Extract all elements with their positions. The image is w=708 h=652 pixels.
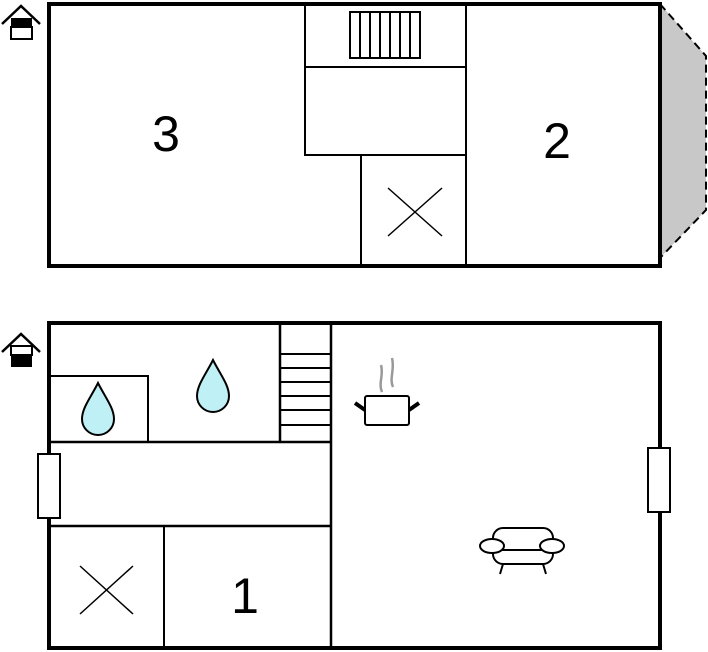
stairs-icon [349,11,421,59]
shower-area [48,375,149,443]
ground-floor-outline [47,321,662,650]
sofa-icon [479,527,565,575]
ground-floor [37,321,671,650]
water-drop-icon [195,357,231,413]
balcony [659,1,707,261]
window-icon [647,447,671,513]
house-entrance-icon [1,4,41,40]
room-label: 1 [231,568,259,624]
upper-floor [47,1,707,268]
house-entrance-icon [1,332,41,367]
room-label: 2 [543,113,571,169]
water-drop-icon [80,380,116,436]
window-icon [37,453,61,519]
cooking-pot-icon [353,357,421,426]
shaft-x-icon [387,187,443,237]
stairs-icon [280,353,331,426]
shaft-x-icon [79,565,134,615]
room-label: 3 [152,106,180,162]
upper-floor-outline [47,2,662,268]
